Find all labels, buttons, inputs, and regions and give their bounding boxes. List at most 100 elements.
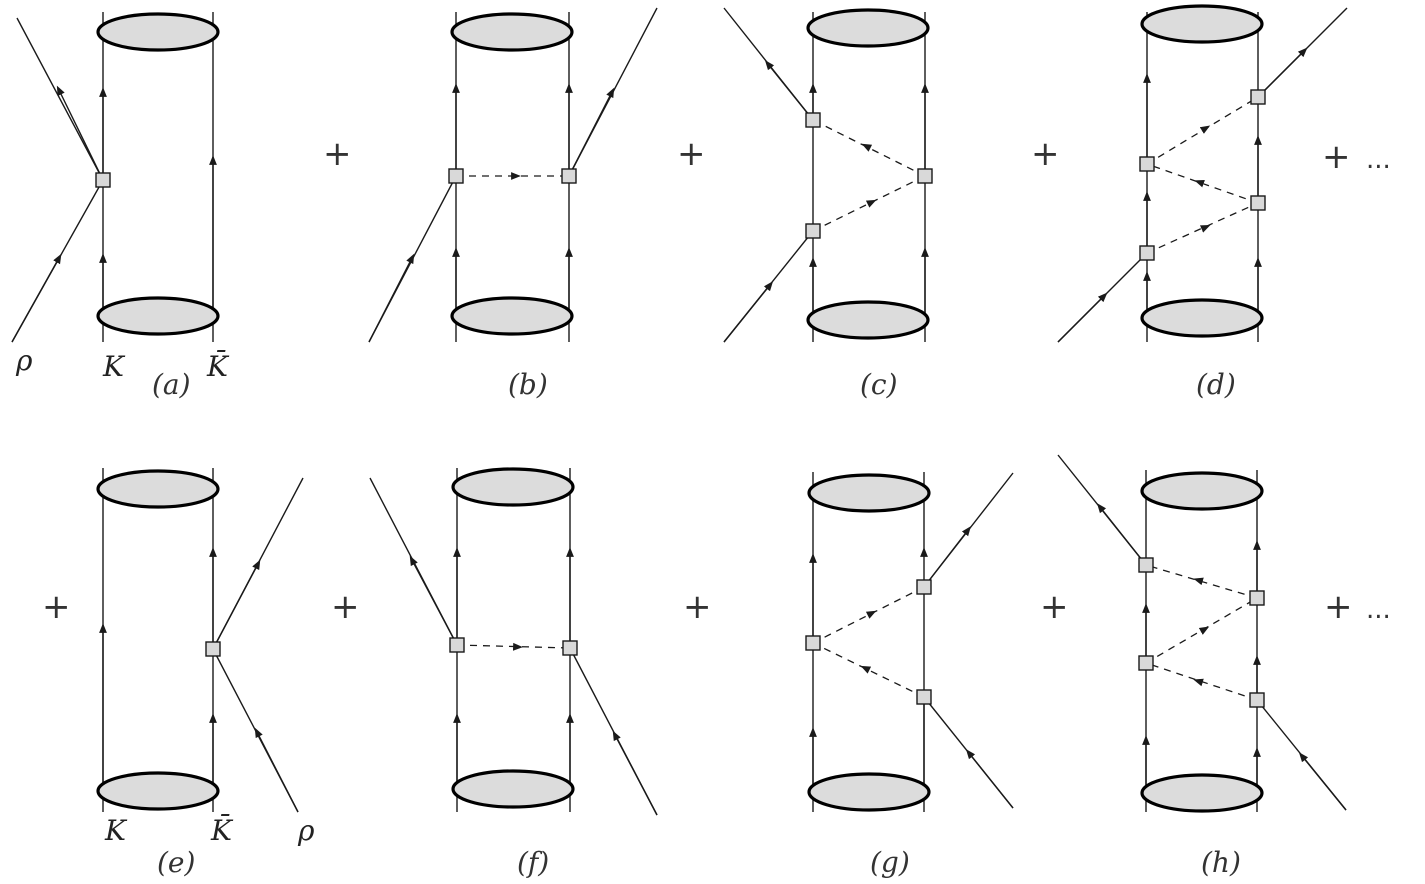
plus-operator: +	[1040, 587, 1069, 627]
propagator-line	[368, 253, 415, 343]
propagator-arrow	[861, 143, 873, 152]
diagram-e: K K̄ ρ (e)	[96, 468, 315, 879]
caption-c: (c)	[860, 368, 898, 401]
propagator-arrow	[1193, 678, 1204, 687]
propagator-line	[11, 253, 62, 343]
plus-operator: +	[1031, 134, 1060, 174]
propagator-line	[212, 559, 261, 650]
vertex	[95, 172, 111, 188]
vertex	[1250, 195, 1266, 211]
vertex	[1138, 557, 1154, 573]
bound-state-blob	[451, 467, 575, 507]
vertex	[1249, 692, 1265, 708]
propagator-line	[56, 85, 104, 181]
propagator-line	[923, 526, 971, 588]
diagram-f: (f)	[369, 467, 658, 879]
propagator-line	[409, 555, 458, 646]
kbar-label: K̄	[206, 349, 230, 383]
propagator-line	[1298, 752, 1347, 811]
propagator-arrow	[860, 665, 872, 674]
diagram-g: (g)	[805, 472, 1014, 879]
exchange-line	[1146, 96, 1259, 165]
vertex	[1250, 89, 1266, 105]
bound-state-blob	[450, 296, 574, 336]
vertex	[205, 641, 221, 657]
kbar-label: K̄	[210, 813, 234, 847]
propagator-arrow	[1194, 179, 1205, 188]
propagator-line	[568, 87, 615, 177]
diagram-d: (d)	[1057, 4, 1348, 401]
plus-operator: +	[683, 587, 712, 627]
propagator-arrow	[1198, 626, 1210, 635]
bound-state-blob	[807, 772, 931, 812]
propagator-arrow	[512, 642, 523, 651]
bound-state-blob	[806, 8, 930, 48]
caption-g: (g)	[870, 846, 910, 879]
plus-operator: +	[677, 134, 706, 174]
plus-operator: +	[1322, 137, 1351, 177]
propagator-line	[965, 749, 1014, 809]
plus-operator: +	[42, 587, 71, 627]
vertex	[449, 637, 465, 653]
vertex	[1139, 245, 1155, 261]
propagator-line	[764, 60, 814, 121]
vertex	[561, 168, 577, 184]
vertex	[805, 635, 821, 651]
vertex	[916, 689, 932, 705]
caption-h: (h)	[1201, 846, 1241, 879]
caption-a: (a)	[152, 368, 191, 401]
ellipsis: ...	[1366, 145, 1391, 175]
propagator-line	[254, 727, 299, 813]
bound-state-blob	[96, 469, 220, 509]
diagram-c: (c)	[723, 7, 933, 401]
exchange-line	[1145, 597, 1258, 664]
plus-operator: +	[323, 134, 352, 174]
bound-state-blob	[450, 12, 574, 52]
vertex	[805, 223, 821, 239]
rho-label: ρ	[15, 344, 33, 377]
ellipsis: ...	[1366, 595, 1391, 625]
bound-state-blob	[96, 771, 220, 811]
caption-b: (b)	[508, 368, 548, 401]
diagram-b: (b)	[368, 7, 658, 401]
propagator-line	[1096, 503, 1147, 566]
plus-operator: +	[331, 587, 360, 627]
bound-state-blob	[806, 300, 930, 340]
propagator-line	[723, 281, 774, 343]
caption-f: (f)	[517, 846, 549, 879]
plus-operator: +	[1324, 587, 1353, 627]
propagator-arrow	[1199, 225, 1211, 233]
propagator-arrow	[865, 610, 877, 619]
propagator-arrow	[865, 199, 877, 208]
bound-state-blob	[451, 769, 575, 809]
bound-state-blob	[96, 12, 220, 52]
vertex	[1138, 655, 1154, 671]
bound-state-blob	[1140, 773, 1264, 813]
propagator-line	[1057, 292, 1108, 343]
bound-state-blob	[1140, 4, 1264, 44]
propagator-arrow	[1199, 125, 1211, 134]
exchange-line	[812, 119, 926, 177]
propagator-line	[612, 730, 658, 816]
propagator-arrow	[1193, 577, 1204, 586]
vertex	[448, 168, 464, 184]
k-label: K	[102, 350, 126, 383]
diagram-a: ρ K K̄ (a)	[11, 12, 230, 401]
vertex	[917, 168, 933, 184]
caption-e: (e)	[157, 846, 195, 879]
bound-state-blob	[96, 296, 220, 336]
k-label: K	[104, 814, 128, 847]
rho-out-line	[16, 17, 104, 181]
vertex	[562, 640, 578, 656]
vertex	[916, 579, 932, 595]
caption-d: (d)	[1196, 368, 1236, 401]
vertex	[805, 112, 821, 128]
bound-state-blob	[807, 473, 931, 513]
diagram-h: (h)	[1057, 454, 1347, 879]
rho-label: ρ	[297, 814, 315, 847]
vertex	[1249, 590, 1265, 606]
bound-state-blob	[1140, 298, 1264, 338]
vertex	[1139, 156, 1155, 172]
bound-state-blob	[1140, 471, 1264, 511]
